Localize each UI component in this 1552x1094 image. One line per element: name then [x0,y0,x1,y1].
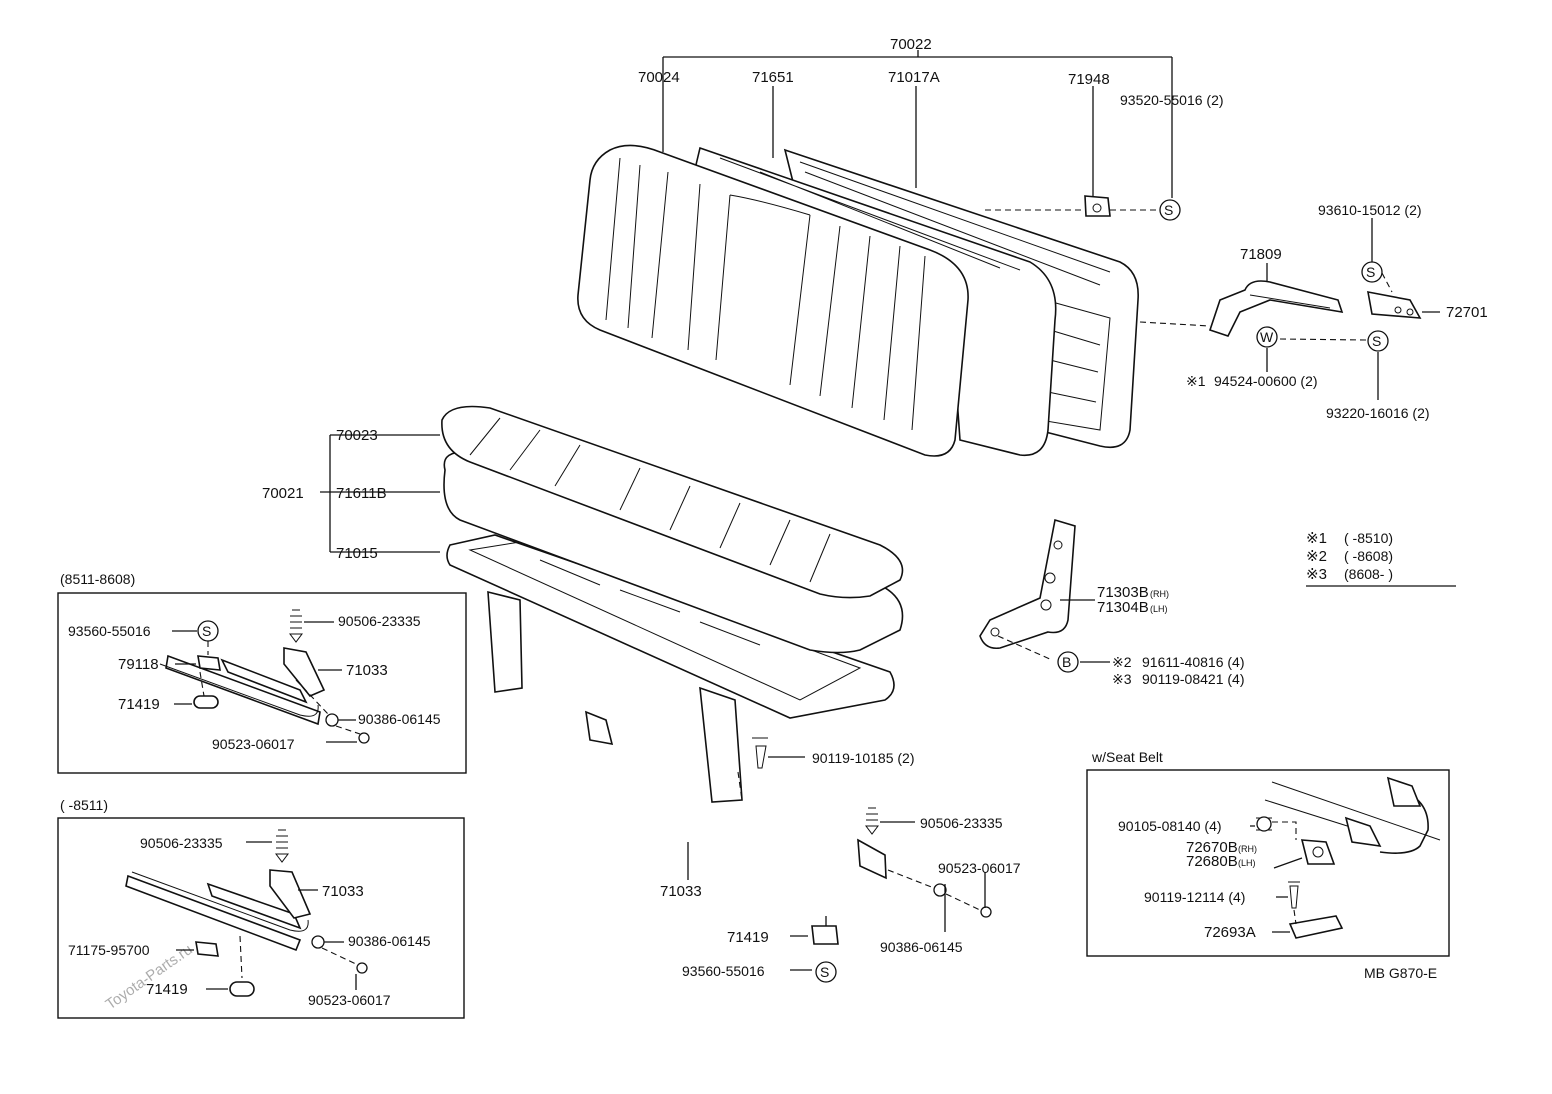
main-labels: 70022 70024 71651 71017A 71948 93520-550… [262,36,1488,979]
label-70023: 70023 [336,427,378,444]
svg-text:W: W [1260,329,1274,345]
box1-label-90506: 90506-23335 [338,613,421,629]
label-94524-mark: ※1 [1186,373,1206,389]
box3-label-90119: 90119-12114 (4) [1144,889,1245,905]
box1-label-71419: 71419 [118,696,160,713]
box1-label-79118: 79118 [118,656,159,673]
box2-label-71175: 71175-95700 [68,942,150,958]
detail-box-seat-belt: w/Seat Belt 90105-08140 (4) 72670B (RH) … [1086,749,1450,957]
label-71303b-suffix: (RH) [1150,589,1169,599]
label-71948: 71948 [1068,71,1110,88]
note-1-mark: ※1 [1306,530,1327,547]
box3-label-72680b-suffix: (LH) [1238,858,1256,868]
box1-label-93560: 93560-55016 [68,623,151,639]
note-2-range: ( -8608) [1344,548,1393,564]
seat-hinge-bracket [979,518,1076,650]
label-93220: 93220-16016 (2) [1326,405,1430,421]
box1-title: (8511-8608) [60,571,135,587]
box3-label-72670b: 72670B [1186,839,1238,856]
label-94524: 94524-00600 (2) [1214,373,1318,389]
label-71017a: 71017A [888,69,940,86]
main-fasteners [752,737,992,918]
seat-cushion-assembly [441,405,904,803]
label-70024: 70024 [638,69,680,86]
label-70021: 70021 [262,485,304,502]
support-bar [585,710,887,945]
svg-text:S: S [1372,333,1381,349]
label-90119b: 90119-10185 (2) [812,750,914,766]
box3-label-72680b: 72680B [1186,853,1238,870]
box3-title: w/Seat Belt [1091,749,1163,765]
box1-label-90523: 90523-06017 [212,736,295,752]
label-93610: 93610-15012 (2) [1318,202,1422,218]
label-71303b: 71303B [1097,584,1149,601]
notes-legend: ※1 ( -8510) ※2 ( -8608) ※3 (8608- ) [1306,530,1456,587]
label-93520: 93520-55016 (2) [1120,92,1224,108]
label-71611b: 71611B [336,485,387,502]
box3-label-72693a: 72693A [1204,924,1256,941]
label-72701: 72701 [1446,304,1488,321]
svg-text:S: S [202,623,211,639]
label-70022: 70022 [890,36,932,53]
note-2-mark: ※2 [1306,548,1327,565]
svg-text:B: B [1062,654,1071,670]
main-leaders [320,50,1440,971]
label-93560: 93560-55016 [682,963,765,979]
box3-label-90105: 90105-08140 (4) [1118,818,1222,834]
svg-text:S: S [1366,264,1375,280]
box3-label-72670b-suffix: (RH) [1238,844,1257,854]
label-71809: 71809 [1240,246,1282,263]
label-71419: 71419 [727,929,769,946]
detail-box-8511: ( -8511) 90506-23335 71033 90386-06145 7… [57,797,465,1019]
symbol-markers: S S W S B S [815,199,1389,983]
box1-label-71033: 71033 [346,662,388,679]
label-90119a-mark: ※3 [1112,671,1132,687]
box2-title: ( -8511) [60,797,108,813]
label-71304b-suffix: (LH) [1150,604,1168,614]
box1-label-90386: 90386-06145 [358,711,441,727]
label-90119a: 90119-08421 (4) [1142,671,1244,687]
box2-label-90506: 90506-23335 [140,835,223,851]
label-71304b: 71304B [1097,599,1149,616]
svg-text:S: S [1164,202,1173,218]
note-1-range: ( -8510) [1344,530,1393,546]
note-3-range: (8608- ) [1344,566,1393,582]
seat-back-assembly [577,144,1139,457]
box2-label-90523: 90523-06017 [308,992,391,1008]
seat-lock-hardware [1084,195,1422,337]
box2-label-90386: 90386-06145 [348,933,431,949]
note-3-mark: ※3 [1306,566,1327,583]
box2-label-71419: 71419 [146,981,188,998]
label-90386: 90386-06145 [880,939,963,955]
detail-box-8511-8608: (8511-8608) S 93560-55016 79118 71419 90… [57,571,467,774]
label-71015: 71015 [336,545,378,562]
label-90506: 90506-23335 [920,815,1003,831]
svg-text:S: S [820,964,829,980]
label-71651: 71651 [752,69,794,86]
label-91611: 91611-40816 (4) [1142,654,1244,670]
label-90523: 90523-06017 [938,860,1021,876]
box2-label-71033: 71033 [322,883,364,900]
diagram-code: MB G870-E [1364,965,1437,981]
label-91611-mark: ※2 [1112,654,1132,670]
label-71033: 71033 [660,883,702,900]
